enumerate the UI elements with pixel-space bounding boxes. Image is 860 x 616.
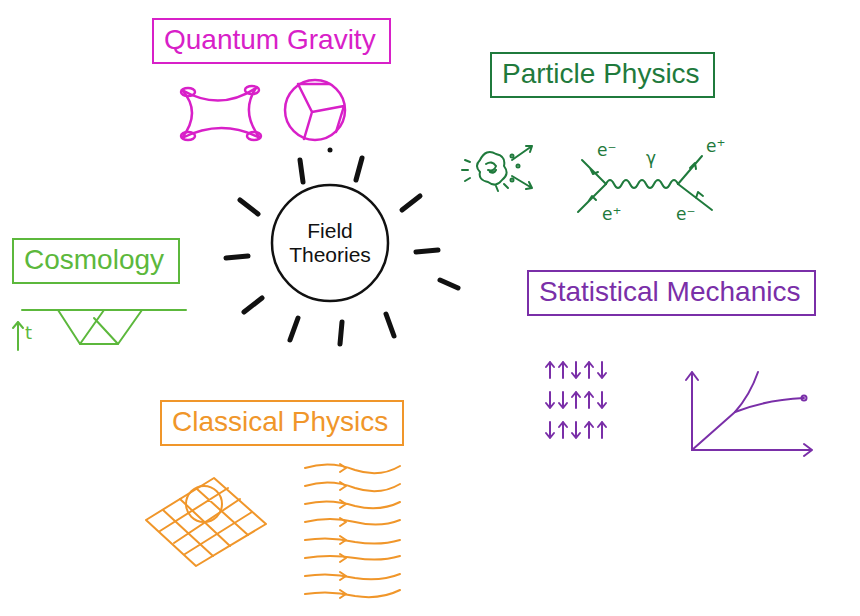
ray [356,158,362,180]
dot [511,179,514,182]
triangulation [298,84,344,139]
topic-title: Particle Physics [502,58,703,90]
circle-shape [272,185,388,301]
ray [240,200,258,214]
circle-label: Field Theories [284,219,376,267]
spin-row [546,422,606,438]
center-circle: Field Theories [270,183,390,303]
particle-label: e⁻ [597,142,616,159]
dot [517,165,520,168]
y-axis [686,372,698,450]
outgoing-arrow [512,176,532,189]
quantum-gravity-sketch [181,80,345,140]
topic-box: Quantum Gravity [152,18,391,64]
tube-end [247,132,261,140]
ray [440,280,458,288]
triangulated-sphere [285,80,345,140]
tube-end [181,132,195,140]
topic-box: Particle Physics [490,52,715,98]
phase-plot [686,372,812,456]
fermion-line [578,184,606,212]
spin-row [546,392,606,408]
sun-rays [226,150,458,344]
topic-box: Classical Physics [160,400,404,446]
spin-row [546,362,606,378]
pants-surface [182,88,260,138]
x-axis [692,444,812,456]
topic-box: Cosmology [12,238,180,284]
topic-title: Cosmology [24,244,168,276]
time-arrow [13,322,23,350]
critical-point [802,396,807,401]
field-lines [305,464,400,597]
cone-lines [80,310,118,344]
phase-line [692,372,758,450]
topic-title: Quantum Gravity [164,24,379,56]
ray [244,298,262,312]
classical-sketch [146,464,400,598]
ray [340,322,342,344]
particle-label: e⁻ [676,206,695,223]
spacetime-sheet [146,478,266,566]
axis-label: t [25,324,32,342]
field-arrows [340,464,346,598]
topic-box: Statistical Mechanics [527,270,816,316]
fermion-line [582,160,606,184]
light-cone [58,310,142,344]
ray [300,160,303,182]
topic-title: Classical Physics [172,406,392,438]
ray [402,196,420,210]
debris-marks [462,160,508,191]
particle-label: e⁺ [602,206,621,223]
spin-lattice [546,362,606,438]
tube-end [181,88,195,96]
particle-physics-sketch [462,146,712,212]
ray [226,256,248,258]
ray [416,250,438,252]
photon-wave [606,180,678,188]
cosmology-sketch [13,310,186,350]
particle-label: e⁺ [706,138,725,155]
tube-end [245,86,259,94]
fermion-line [678,156,702,184]
mass-ball [186,486,222,522]
ray [290,318,298,340]
boson-label: γ [646,150,656,167]
ray [386,314,394,336]
topic-title: Statistical Mechanics [539,276,804,308]
dot [511,155,514,158]
outgoing-arrow [512,146,532,160]
phase-line [735,398,804,412]
collision-blob [477,152,507,185]
